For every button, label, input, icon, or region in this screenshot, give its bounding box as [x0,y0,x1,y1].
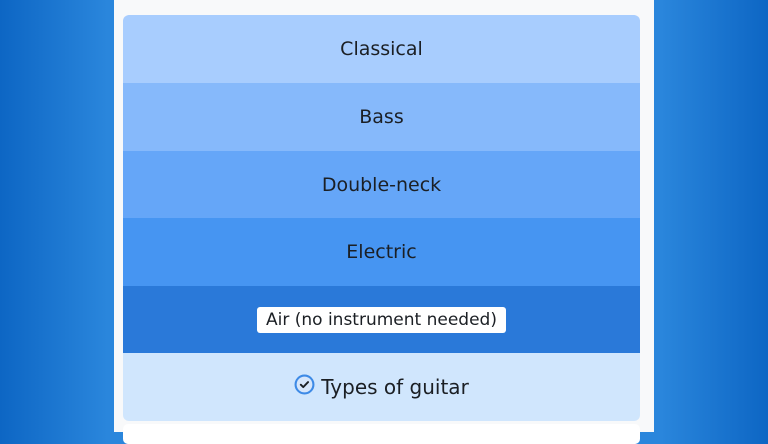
item-label: Electric [346,241,417,263]
guitar-types-card: Classical Bass Double-neck Electric Air … [123,15,640,421]
next-card [123,424,640,444]
list-item-electric[interactable]: Electric [123,218,640,286]
list-item-air[interactable]: Air (no instrument needed) [123,286,640,353]
item-label: Bass [359,106,404,128]
panel: Classical Bass Double-neck Electric Air … [114,0,654,444]
item-label: Classical [340,38,423,60]
list-item-bass[interactable]: Bass [123,83,640,151]
check-circle-icon [294,374,315,400]
item-label: Double-neck [321,173,442,196]
item-label-selected: Air (no instrument needed) [257,306,506,333]
list-item-classical[interactable]: Classical [123,15,640,83]
list-item-double-neck[interactable]: Double-neck [123,151,640,218]
card-footer: Types of guitar [123,353,640,421]
footer-title: Types of guitar [321,375,469,399]
